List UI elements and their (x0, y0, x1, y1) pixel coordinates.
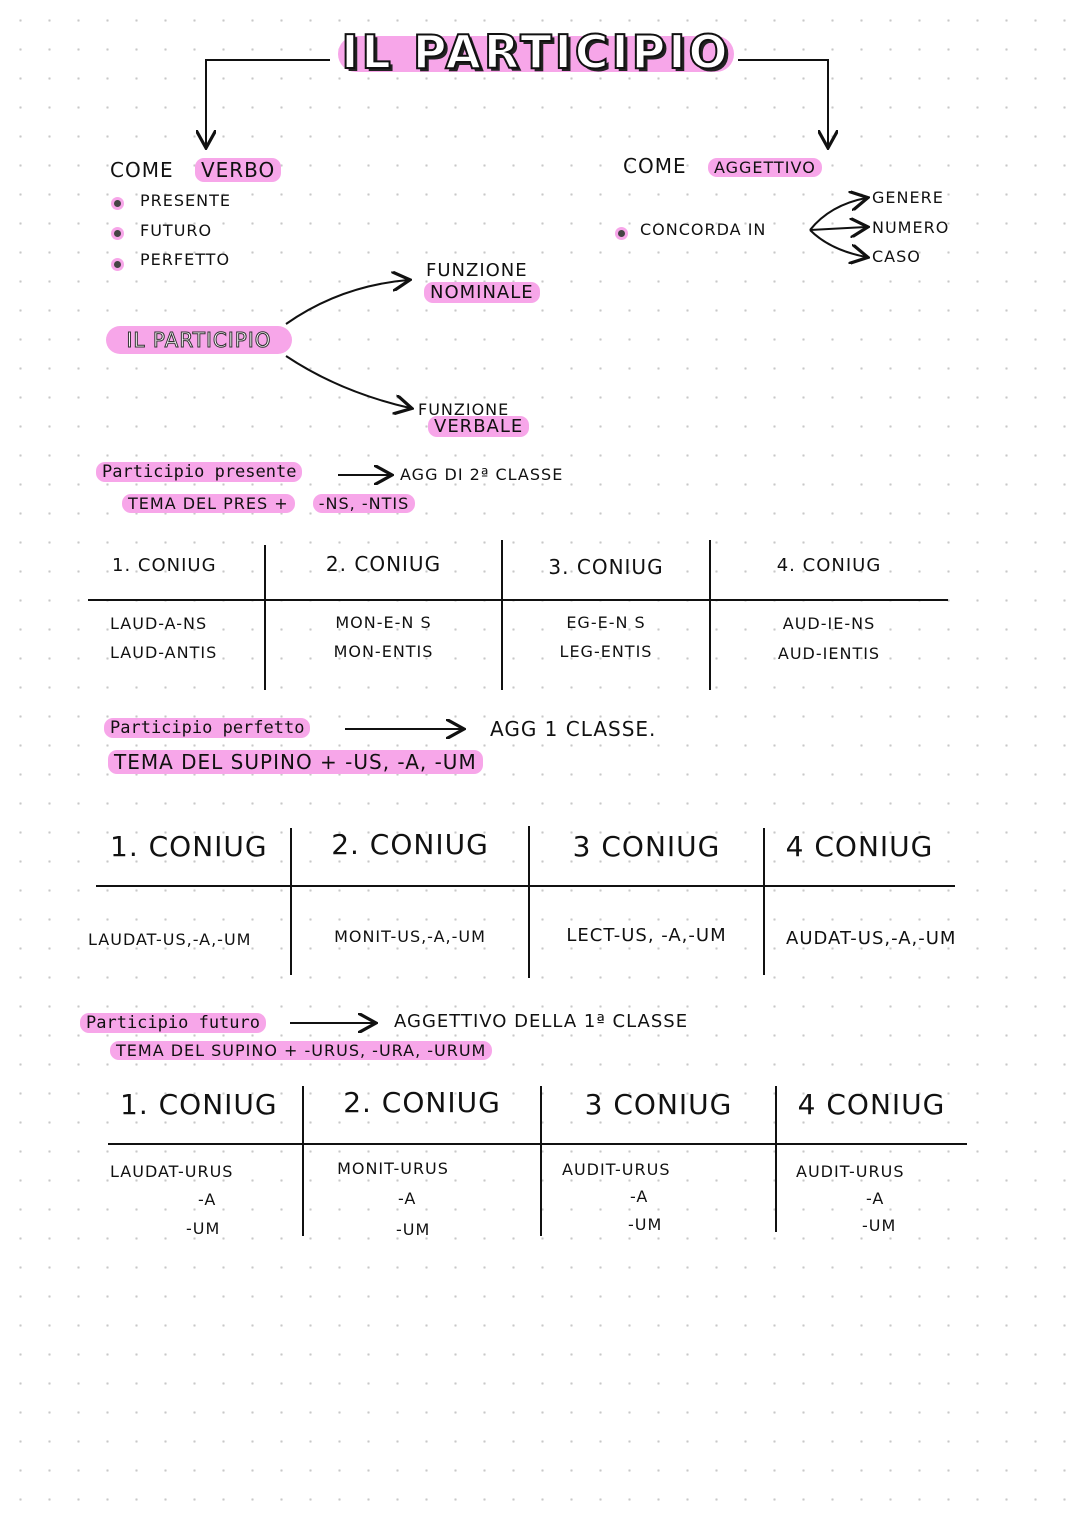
verbo-item-perfetto: PERFETTO (140, 250, 231, 269)
table3-cell: AUDIT-URUS (562, 1160, 671, 1179)
table2-cell: LECT-US, -A,-UM (566, 925, 727, 946)
presente-arrow-text: AGG DI 2ª CLASSE (400, 465, 564, 484)
table3-cell: LAUDAT-URUS (110, 1162, 234, 1181)
come-aggettivo-main: AGGETTIVO (707, 158, 822, 177)
funzione-verbale-line2: VERBALE (428, 416, 530, 437)
table2-cell: MONIT-US,-A,-UM (334, 927, 486, 946)
table2-header-3: 3 CONIUG (572, 830, 721, 863)
table1-cell: AUD-IENTIS (777, 644, 881, 663)
table3-cell: -UM (862, 1216, 897, 1235)
table3-header-3: 3 CONIUG (584, 1088, 733, 1121)
futuro-arrow-text: AGGETTIVO DELLA 1ª CLASSE (394, 1011, 689, 1032)
table3-cell: -UM (396, 1220, 431, 1239)
table3-cell: -UM (628, 1215, 663, 1234)
arrow-nominale (285, 280, 408, 325)
table3-header-2: 2. CONIUG (343, 1086, 501, 1119)
presente-heading: Participio presente (96, 462, 303, 482)
table3-cell: AUDIT-URUS (796, 1162, 905, 1181)
verbo-item-futuro: FUTURO (140, 221, 213, 240)
bullet-icon (114, 200, 121, 207)
arrow-verbale (285, 355, 410, 408)
come-verbo-label: COME VERBO (110, 158, 282, 182)
presente-rule-endings: -NS, -NTIS (312, 494, 416, 513)
branch-caso: CASO (872, 247, 921, 266)
table2-cell: AUDAT-US,-A,-UM (786, 928, 957, 949)
participio-pill: IL PARTICIPIO (106, 326, 292, 354)
table2-cell: LAUDAT-US,-A,-UM (88, 930, 252, 949)
table3-header-4: 4 CONIUG (797, 1088, 946, 1121)
table1-cell: EG-E-N S (566, 613, 646, 632)
table1-header-4: 4. CONIUG (776, 555, 882, 576)
perfetto-arrow-text: AGG 1 CLASSE. (490, 717, 657, 741)
table3-cell: -A (630, 1187, 649, 1206)
table1-cell: LAUD-A-NS (110, 614, 208, 633)
table1-header-3: 3. CONIUG (548, 555, 664, 579)
title-highlight (338, 36, 734, 72)
bullet-icon (114, 261, 121, 268)
page-title: IL PARTICIPIO (340, 24, 731, 80)
funzione-nominale-line1: FUNZIONE (426, 260, 528, 281)
funzione-nominale-line2: NOMINALE (424, 282, 540, 303)
come-aggettivo-label: COME AGGETTIVO (623, 154, 822, 178)
table2-header-1: 1. CONIUG (110, 830, 268, 863)
come-aggettivo-prefix: COME (623, 154, 687, 178)
table1-cell: MON-E-N S (335, 613, 432, 632)
table2-header-2: 2. CONIUG (331, 828, 489, 861)
bullet-icon (618, 230, 625, 237)
presente-rule: TEMA DEL PRES + -NS, -NTIS (122, 494, 416, 513)
branch-numero: NUMERO (872, 218, 950, 237)
table2-header-4: 4 CONIUG (785, 830, 934, 863)
title-left-arrow (206, 59, 330, 146)
table3-cell: -A (198, 1190, 217, 1209)
branch-numero-line (809, 227, 866, 230)
concorda-label: CONCORDA IN (640, 220, 767, 239)
table3-cell: -A (866, 1189, 885, 1208)
come-verbo-prefix: COME (110, 158, 174, 182)
come-verbo-main: VERBO (194, 158, 282, 182)
futuro-heading: Participio futuro (80, 1013, 266, 1033)
table1-header-2: 2. CONIUG (325, 552, 442, 576)
table1-cell: LEG-ENTIS (559, 642, 653, 661)
perfetto-heading: Participio perfetto (104, 718, 311, 738)
table3-header-1: 1. CONIUG (120, 1088, 278, 1121)
funzione-verbale-line1: FUNZIONE (418, 400, 510, 419)
perfetto-rule: TEMA DEL SUPINO + -US, -A, -UM (108, 750, 483, 774)
branch-caso-line (809, 229, 866, 257)
table3-cell: -A (398, 1189, 417, 1208)
table1-cell: AUD-IE-NS (782, 614, 876, 633)
table1-cell: LAUD-ANTIS (110, 643, 218, 662)
bullet-icon (114, 230, 121, 237)
title-right-arrow (738, 59, 828, 146)
table3-cell: -UM (186, 1219, 221, 1238)
futuro-rule: TEMA DEL SUPINO + -URUS, -URA, -URUM (110, 1041, 493, 1060)
table1-cell: MON-ENTIS (333, 642, 434, 661)
branch-genere: GENERE (872, 188, 944, 207)
presente-rule-stem: TEMA DEL PRES + (122, 494, 295, 513)
verbo-item-presente: PRESENTE (140, 191, 231, 210)
branch-genere-line (809, 198, 866, 231)
table3-cell: MONIT-URUS (337, 1159, 449, 1178)
table1-header-1: 1. CONIUG (112, 555, 217, 576)
